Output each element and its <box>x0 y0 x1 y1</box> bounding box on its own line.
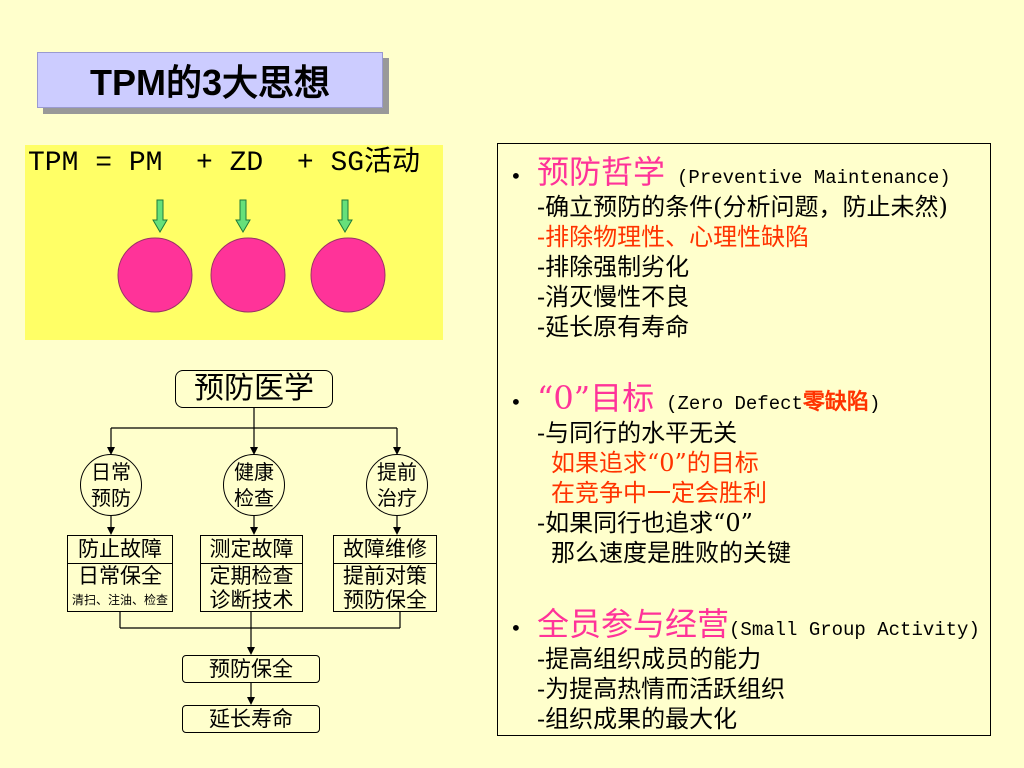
section-line-highlight: 在竞争中一定会胜利 <box>551 479 767 507</box>
detail-box-heading: 防止故障 <box>68 536 172 564</box>
node-health-check: 健康 检查 <box>223 454 285 516</box>
section-preventive-philosophy: • 预防哲学 (Preventive Maintenance) -确立预防的条件(分… <box>510 152 951 342</box>
section-heading-suffix: (Preventive Maintenance) <box>677 167 951 189</box>
sg-circle <box>310 237 386 313</box>
section-heading: “0”目标 <box>537 379 655 417</box>
flow-connectors <box>107 408 401 705</box>
right-panel <box>497 143 991 736</box>
detail-box-note: 清扫、注油、检查 <box>71 593 168 607</box>
node-line: 提前 <box>377 460 417 484</box>
section-line: -与同行的水平无关 <box>537 419 738 447</box>
detail-box-line: 定期检查 <box>209 564 294 588</box>
down-arrow-pm <box>152 199 168 233</box>
root-to-nodes-connectors <box>107 408 401 455</box>
section-line: -如果同行也追求“0” <box>537 509 753 537</box>
node-line: 治疗 <box>377 486 417 510</box>
section-group-activity: • 全员参与经营(Small Group Activity) -提高组织成员的能力… <box>510 604 980 734</box>
detail-box-line: 预防保全 <box>343 588 427 612</box>
boxes-merge-connectors <box>119 612 401 705</box>
formula-text: TPM = PM + ZD + SG活动 <box>28 148 421 179</box>
pm-circle <box>117 237 193 313</box>
merge-node: 预防保全 <box>182 655 320 683</box>
node-early-treatment: 提前 治疗 <box>366 454 428 516</box>
bullet: • <box>510 616 522 640</box>
arrowhead <box>107 447 115 455</box>
detail-box-heading: 故障维修 <box>334 536 436 564</box>
slide-title: TPM的3大思想 <box>89 62 330 103</box>
arrowhead <box>393 527 401 535</box>
arrowhead <box>393 447 401 455</box>
title-box: TPM的3大思想 <box>37 52 383 108</box>
detail-box-line: 提前对策 <box>343 564 427 588</box>
section-line: -确立预防的条件(分析问题，防止未然) <box>537 193 948 221</box>
detail-box-heading: 测定故障 <box>201 536 302 564</box>
node-line: 检查 <box>234 486 274 510</box>
section-heading-suffix-highlight: 零缺陷 <box>802 389 869 415</box>
section-heading: 预防哲学 <box>537 153 666 191</box>
section-heading-row: • “0”目标 (Zero Defect零缺陷) <box>510 378 880 418</box>
detail-box-daily: 防止故障 日常保全 清扫、注油、检查 <box>67 535 173 612</box>
node-line: 健康 <box>234 460 274 484</box>
detail-box-line: 日常保全 <box>78 564 162 588</box>
down-arrow-zd <box>235 199 251 233</box>
detail-box-early: 故障维修 提前对策 预防保全 <box>333 535 437 612</box>
section-line: -消灭慢性不良 <box>537 283 690 311</box>
arrowhead <box>247 697 255 705</box>
node-daily-prevention: 日常 预防 <box>80 454 142 516</box>
formula-box: TPM = PM + ZD + SG活动 <box>25 145 443 340</box>
section-line: -延长原有寿命 <box>537 313 690 341</box>
section-heading-suffix: (Zero Defect <box>666 393 803 415</box>
section-line: 那么速度是胜败的关键 <box>551 539 791 567</box>
arrowhead <box>247 647 255 655</box>
arrowhead <box>107 527 115 535</box>
section-heading-suffix-end: ) <box>868 393 881 415</box>
result-node: 延长寿命 <box>182 705 320 733</box>
section-line-highlight: -排除物理性、心理性缺陷 <box>537 223 810 251</box>
section-heading-suffix: (Small Group Activity) <box>729 619 980 641</box>
down-arrow-sg <box>337 199 353 233</box>
nodes-to-boxes-connectors <box>107 516 401 535</box>
arrowhead <box>250 527 258 535</box>
section-heading-row: • 全员参与经营(Small Group Activity) <box>510 604 980 644</box>
detail-box-line: 诊断技术 <box>209 588 294 612</box>
detail-box-health: 测定故障 定期检查 诊断技术 <box>200 535 303 612</box>
section-heading-row: • 预防哲学 (Preventive Maintenance) <box>510 152 951 192</box>
node-line: 预防 <box>91 486 131 510</box>
bullet: • <box>510 390 522 414</box>
node-line: 日常 <box>91 460 131 484</box>
section-line: -提高组织成员的能力 <box>537 645 762 673</box>
zd-circle <box>210 237 286 313</box>
section-heading: 全员参与经营 <box>537 605 730 643</box>
arrowhead <box>250 447 258 455</box>
formula-graphics <box>117 199 386 313</box>
section-line: -排除强制劣化 <box>537 253 690 281</box>
bullet: • <box>510 164 522 188</box>
section-zero-defect: • “0”目标 (Zero Defect零缺陷) -与同行的水平无关 如果追求“0”… <box>510 378 880 568</box>
section-line: -为提高热情而活跃组织 <box>537 675 786 703</box>
root-node: 预防医学 <box>175 370 333 408</box>
section-line: -组织成果的最大化 <box>537 705 738 733</box>
section-line-highlight: 如果追求“0”的目标 <box>551 449 759 477</box>
